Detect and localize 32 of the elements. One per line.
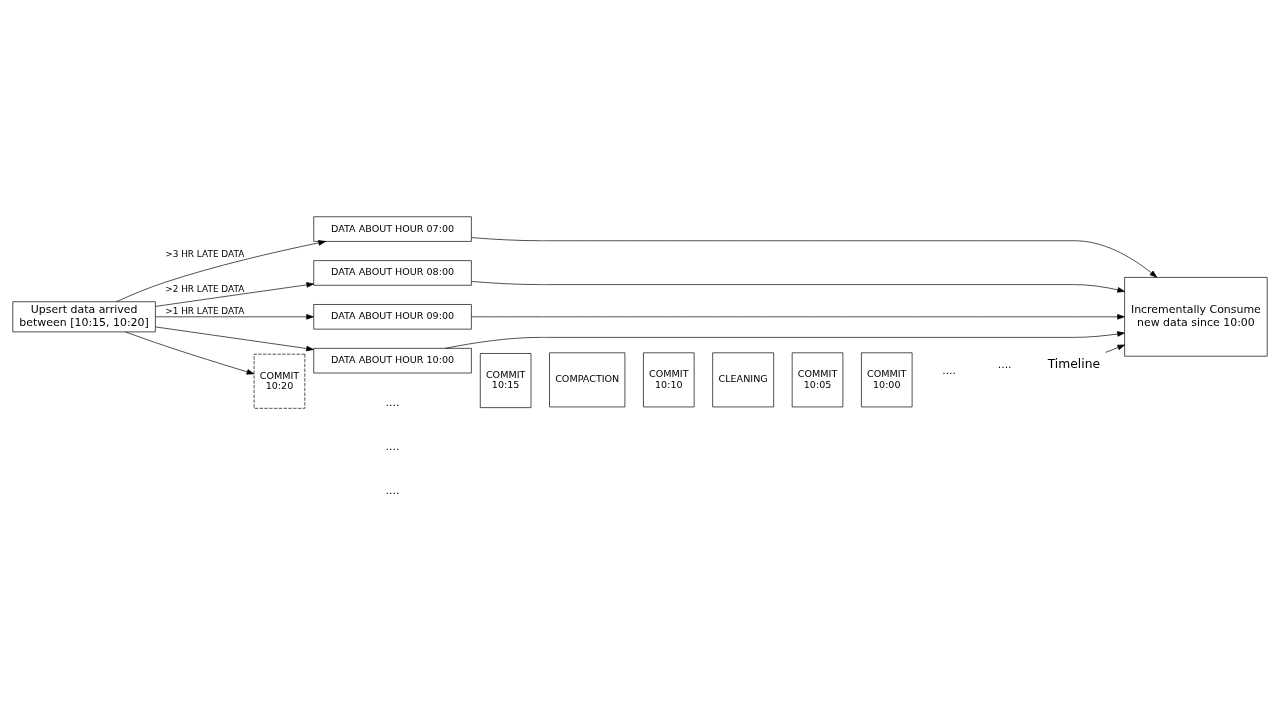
node-box: COMMIT 10:10 [643, 352, 695, 408]
node-box: Incrementally Consume new data since 10:00 [1124, 277, 1268, 357]
arrow [116, 240, 326, 302]
node-box: DATA ABOUT HOUR 07:00 [313, 216, 472, 242]
arrow [155, 282, 314, 307]
node-box: DATA ABOUT HOUR 10:00 [313, 348, 472, 374]
label: .... [997, 358, 1012, 372]
node-box: COMMIT 10:20 [253, 353, 306, 409]
node-box: DATA ABOUT HOUR 08:00 [313, 260, 472, 286]
edge-label: >3 HR LATE DATA [165, 249, 245, 260]
arrow [471, 281, 1125, 293]
arrow [471, 314, 1125, 320]
arrow [471, 237, 1158, 278]
node-box: CLEANING [712, 352, 774, 408]
label: .... [385, 439, 400, 453]
arrow [155, 326, 314, 352]
node-text: Timeline [1047, 356, 1101, 371]
arrow [445, 331, 1125, 349]
label: .... [385, 395, 400, 409]
node-box: COMMIT 10:15 [479, 353, 532, 408]
node-box: COMPACTION [549, 352, 626, 408]
arrow [155, 314, 314, 320]
node-box: COMMIT 10:05 [791, 352, 844, 408]
arrow [125, 331, 255, 375]
edge-label: >1 HR LATE DATA [165, 306, 245, 317]
label: .... [942, 363, 957, 377]
node-box: COMMIT 10:00 [861, 352, 913, 408]
node-box: Upsert data arrived between [10:15, 10:20] [12, 301, 156, 333]
label: .... [385, 483, 400, 497]
edge-label: >2 HR LATE DATA [165, 283, 245, 294]
node-box: DATA ABOUT HOUR 09:00 [313, 304, 472, 330]
arrow [1105, 344, 1125, 353]
